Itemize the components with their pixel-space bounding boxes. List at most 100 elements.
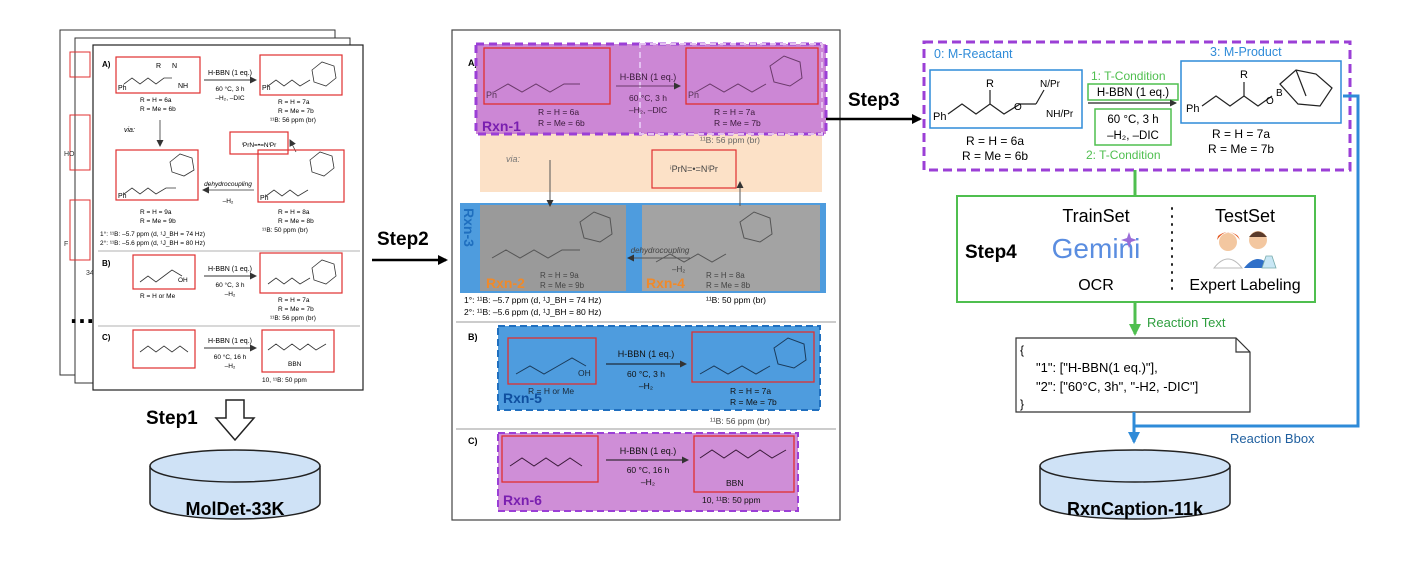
rxn-dashed-box <box>922 40 1352 172</box>
compound-label: R = Me = 6b <box>140 106 176 113</box>
svg-text:F: F <box>64 241 68 248</box>
product-box <box>685 47 819 105</box>
carbodiimide-box <box>651 149 737 189</box>
carbodiimide-label: ⁱPrN=•=NⁱPr <box>242 141 277 149</box>
ph-label: Ph <box>260 195 269 202</box>
r-label: R <box>986 78 994 90</box>
reactant-role-label: 0: M-Reactant <box>934 47 1013 61</box>
dehydrocoupling-label: dehydrocoupling <box>631 246 690 255</box>
front-page: A) Ph R N NH H-BBN (1 eq.) 60 °C, 3 h –H… <box>98 54 360 384</box>
condition-text: H-BBN (1 eq.) <box>208 266 252 273</box>
bbn-label: BBN <box>726 478 743 488</box>
condition-text: –H₂ <box>641 477 655 487</box>
condition-text: H-BBN (1 eq.) <box>620 446 677 456</box>
rxn-5-border <box>497 325 821 411</box>
via-label: via: <box>506 154 521 164</box>
carbodiimide-label: ⁱPrN=•=NⁱPr <box>670 164 718 174</box>
compound-label: R = H = 8a <box>278 209 310 216</box>
reactant-box <box>115 56 201 94</box>
section-a-label: A) <box>102 60 111 69</box>
condition-text: H-BBN (1 eq.) <box>618 349 675 359</box>
step4-label: Step4 <box>965 242 1017 263</box>
condition-text: 60 °C, 3 h <box>629 93 667 103</box>
annotated-page: A) via: ⁱPrN=•=NⁱPr dehydrocoupling –H₂ … <box>451 29 841 521</box>
moldet-label: MolDet-33K <box>185 499 284 519</box>
condition-text: –H₂ <box>225 291 236 298</box>
condition-text: 60 °C, 3 h <box>627 369 665 379</box>
t-condition-2-bbox <box>1094 108 1172 146</box>
compound-label: R = Me = 7b <box>714 118 761 128</box>
step1-label: Step1 <box>146 408 198 429</box>
nmr-label: ¹¹B: 50 ppm (br) <box>706 295 766 305</box>
rxn-region-grey <box>480 205 626 291</box>
json-brace: { <box>1020 343 1024 357</box>
rxn-2-label: Rxn-2 <box>486 275 525 291</box>
compound-label: R = H = 7a <box>714 107 755 117</box>
rxn-3-label: Rxn-3 <box>461 208 477 247</box>
sparkle-icon <box>1121 232 1137 248</box>
nmr-label: 2°: ¹¹B: –5.6 ppm (d, ¹J_BH = 80 Hz) <box>100 239 205 247</box>
compound-label: R = Me = 8b <box>706 281 751 290</box>
expert-labeling-label: Expert Labeling <box>1189 277 1300 294</box>
condition-text: 60 °C, 16 h <box>627 465 670 475</box>
product-box <box>693 435 795 493</box>
o-label: O <box>1266 96 1274 107</box>
json-line: "2": ["60°C, 3h", "-H2, -DIC"] <box>1036 379 1198 394</box>
compound-label: R = Me = 9b <box>540 281 585 290</box>
nmr-label: 10, ¹¹B: 50 ppm <box>702 495 761 505</box>
compound-label: R = Me = 9b <box>140 218 176 225</box>
section-c-label: C) <box>468 436 478 446</box>
b-label: B <box>1276 88 1283 99</box>
compound-label: R = Me = 7b <box>278 108 314 115</box>
compound-label: R = Me = 6b <box>538 118 585 128</box>
nmr-label: ¹¹B: 56 ppm (br) <box>270 117 316 124</box>
compound-label: R = H or Me <box>140 293 176 300</box>
nmr-label: 2°: ¹¹B: –5.6 ppm (d, ¹J_BH = 80 Hz) <box>464 307 601 317</box>
nmr-label: ¹¹B: 56 ppm (br) <box>710 416 770 426</box>
ph-label: Ph <box>486 90 497 100</box>
ph-label: Ph <box>118 193 127 200</box>
ocr-label: OCR <box>1078 277 1114 294</box>
reaction-text-label: Reaction Text <box>1147 315 1226 330</box>
product-box <box>259 252 343 294</box>
step4-box: Step4 TrainSet Gemini OCR TestSet Expert… <box>956 195 1316 303</box>
json-document: { "1": ["H-BBN(1 eq.)"], "2": ["60°C, 3h… <box>1015 337 1251 413</box>
condition-text: –H₂, –DIC <box>215 95 245 102</box>
compound-label: R = Me = 7b <box>278 306 314 313</box>
compound-label: R = Me = 7b <box>1208 142 1274 156</box>
condition-text: 60 °C, 3 h <box>216 281 245 289</box>
step4-border <box>956 195 1316 303</box>
nmr-label: ¹¹B: 56 ppm (br) <box>700 135 760 145</box>
rxn-1-label: Rxn-1 <box>482 118 521 134</box>
nmr-label: 10, ¹¹B: 50 ppm <box>262 377 307 384</box>
rxn-region-grey <box>642 205 820 291</box>
page-number: 34 <box>86 270 94 277</box>
compound-label: R = H = 8a <box>706 271 745 280</box>
intermediate-box <box>115 149 199 201</box>
nhpr-label: NH/Pr <box>1046 109 1074 120</box>
nmr-label: 1°: ¹¹B: –5.7 ppm (d, ¹J_BH = 74 Hz) <box>100 230 205 238</box>
compound-label: R = Me = 6b <box>962 149 1028 163</box>
oh-label: OH <box>178 277 188 284</box>
expert-icon <box>1212 231 1277 269</box>
ph-label: Ph <box>933 111 946 123</box>
rxn-6-label: Rxn-6 <box>503 492 542 508</box>
json-line: "1": ["H-BBN(1 eq.)"], <box>1036 360 1158 375</box>
reactant-box <box>132 329 196 369</box>
condition-text: 60 °C, 3 h <box>1107 114 1158 126</box>
compound-label: R = H = 7a <box>730 386 771 396</box>
condition-text: H-BBN (1 eq.) <box>1097 87 1169 99</box>
compound-label: R = Me = 7b <box>730 397 777 407</box>
compound-label: R = H = 6a <box>140 97 172 104</box>
step3-label: Step3 <box>848 90 900 111</box>
product-role-label: 3: M-Product <box>1210 45 1282 59</box>
rxn-region-purple <box>476 44 826 134</box>
rxncaption-database: RxnCaption-11k <box>1039 449 1231 520</box>
nmr-label: 1°: ¹¹B: –5.7 ppm (d, ¹J_BH = 74 Hz) <box>464 295 601 305</box>
product-bbox <box>1180 60 1342 124</box>
moldet-database: MolDet-33K <box>149 449 321 520</box>
more-pages-ellipsis: … <box>69 299 95 329</box>
compound-label: R = H = 7a <box>278 99 310 106</box>
t-condition-2-label: 2: T-Condition <box>1086 148 1161 162</box>
compound-label: R = H = 9a <box>540 271 579 280</box>
